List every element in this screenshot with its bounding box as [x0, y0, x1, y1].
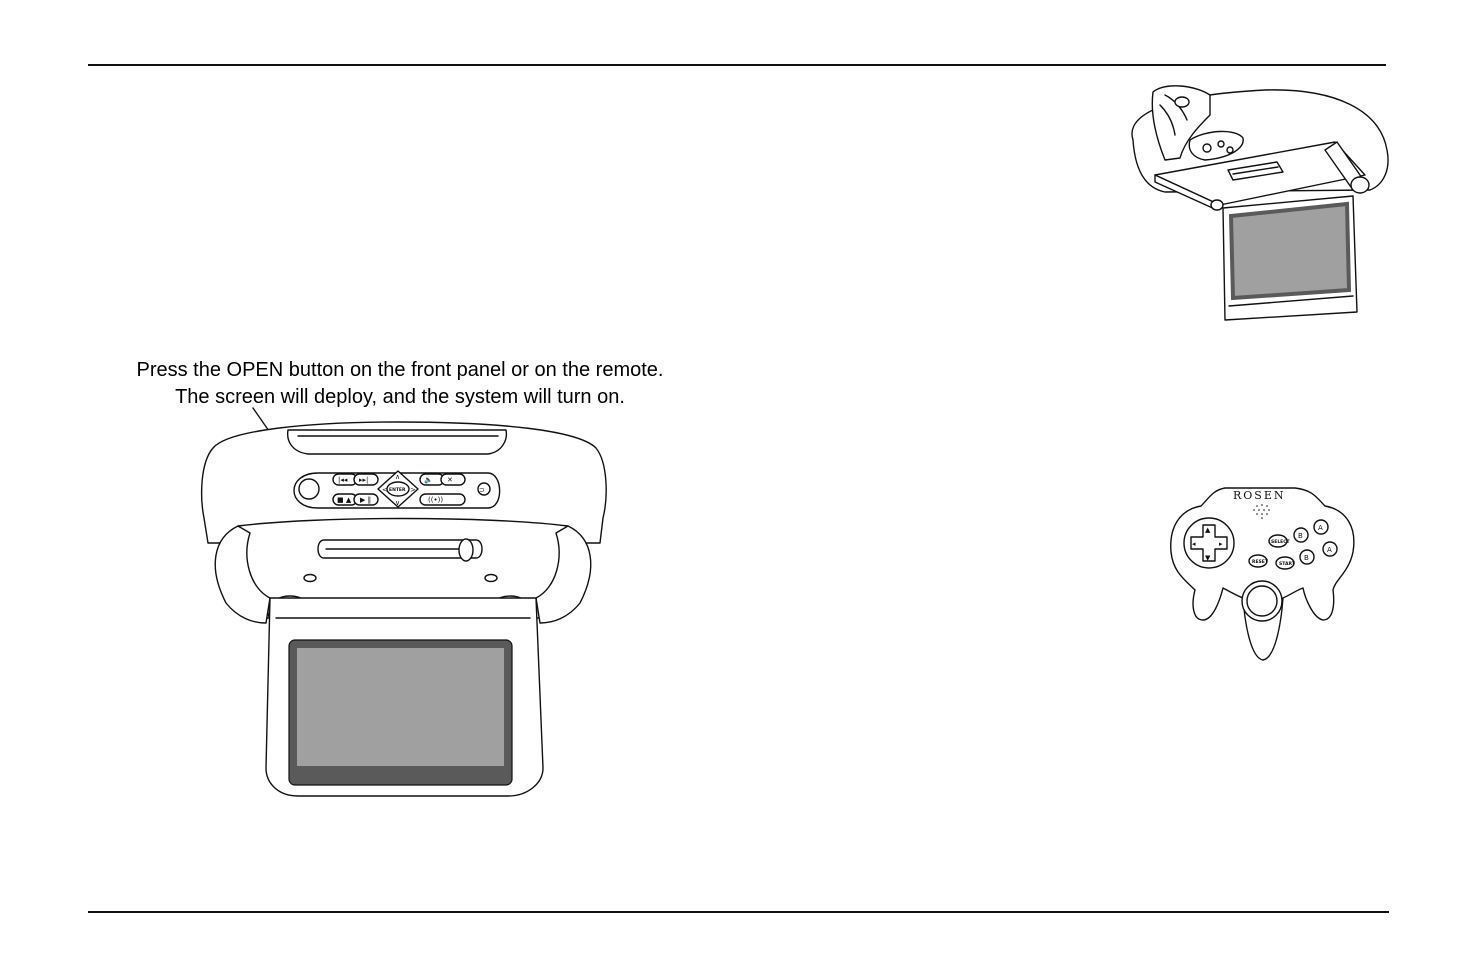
- button-a-upper: A: [1318, 524, 1323, 532]
- button-a-lower: A: [1327, 546, 1332, 554]
- top-rule: [88, 64, 1386, 66]
- svg-text:|◂◂: |◂◂: [338, 476, 348, 484]
- svg-text:▼: ▼: [1205, 554, 1211, 562]
- enter-label: ENTER: [389, 487, 406, 493]
- svg-text:⊃: ⊃: [479, 486, 485, 494]
- button-b-upper: B: [1298, 532, 1303, 540]
- svg-text:>: >: [410, 486, 416, 494]
- svg-text:🔈: 🔈: [424, 476, 433, 484]
- open-button: [298, 478, 320, 500]
- svg-text:<: <: [382, 486, 388, 494]
- instruction-caption: Press the OPEN button on the front panel…: [100, 357, 700, 411]
- svg-text:∧: ∧: [395, 473, 400, 481]
- start-label: START: [1279, 561, 1296, 567]
- bottom-rule: [88, 911, 1389, 913]
- svg-text:((•)): ((•)): [428, 496, 443, 504]
- button-b-lower: B: [1304, 554, 1309, 562]
- caption-line-2: The screen will deploy, and the system w…: [175, 386, 625, 408]
- svg-text:◂: ◂: [1192, 540, 1196, 548]
- select-label: SELECT: [1271, 539, 1291, 545]
- controller-brand: ROSEN: [1233, 489, 1286, 502]
- overhead-unit-open-illustration: [1131, 85, 1389, 321]
- svg-text:▶ ‖: ▶ ‖: [360, 496, 371, 504]
- front-panel-illustration: |◂◂ ▸▸| 🔈 ✕ ■ ▲ ▶ ‖ ((•)) ENTER ∧ ∨ < > …: [200, 421, 607, 797]
- svg-text:▲: ▲: [1205, 526, 1211, 534]
- svg-text:✕: ✕: [447, 476, 453, 484]
- svg-text:▸▸|: ▸▸|: [359, 476, 368, 484]
- svg-text:▸: ▸: [1219, 540, 1223, 548]
- svg-text:■ ▲: ■ ▲: [337, 496, 352, 504]
- svg-text:∨: ∨: [395, 499, 400, 507]
- reset-label: RESET: [1252, 559, 1269, 565]
- caption-line-1: Press the OPEN button on the front panel…: [136, 359, 664, 381]
- game-controller-illustration: ROSEN ▲ ▼ ◂ ▸ SELECT RESET START B A B A: [1170, 487, 1355, 661]
